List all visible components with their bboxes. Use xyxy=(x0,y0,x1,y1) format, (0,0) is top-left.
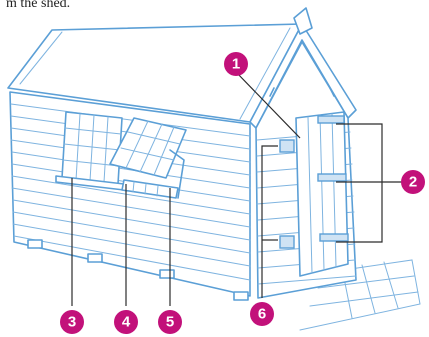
callout-1-label: 1 xyxy=(232,56,240,73)
callout-2: 2 xyxy=(401,170,425,194)
callout-3-label: 3 xyxy=(68,314,76,331)
callout-5-label: 5 xyxy=(166,314,174,331)
callout-6: 6 xyxy=(250,302,274,326)
callout-5: 5 xyxy=(158,310,182,334)
callout-3: 3 xyxy=(60,310,84,334)
callout-6-label: 6 xyxy=(258,306,266,323)
callout-1: 1 xyxy=(224,52,248,76)
callout-2-label: 2 xyxy=(409,174,417,191)
side-wall xyxy=(10,92,250,300)
callout-4-label: 4 xyxy=(122,314,131,331)
window-left xyxy=(56,112,124,190)
callout-4: 4 xyxy=(114,310,138,334)
